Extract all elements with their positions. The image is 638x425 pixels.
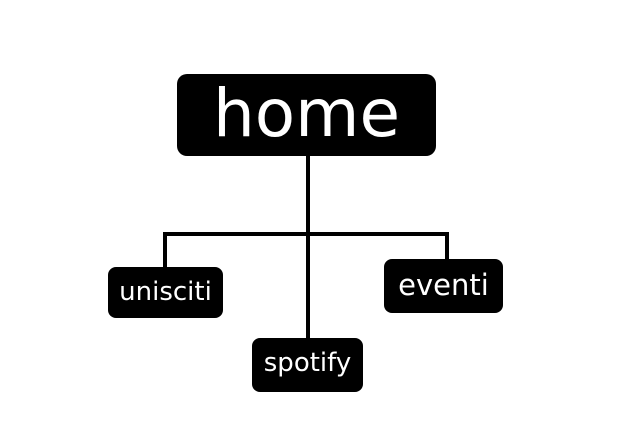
node-eventi[interactable]: eventi xyxy=(384,259,503,313)
node-spotify-label: spotify xyxy=(263,348,352,378)
node-eventi-label: eventi xyxy=(398,268,489,302)
node-home-label: home xyxy=(212,74,401,152)
node-home[interactable]: home xyxy=(177,74,436,156)
node-unisciti[interactable]: unisciti xyxy=(108,267,223,318)
node-unisciti-label: unisciti xyxy=(119,276,212,307)
node-spotify[interactable]: spotify xyxy=(252,338,363,392)
